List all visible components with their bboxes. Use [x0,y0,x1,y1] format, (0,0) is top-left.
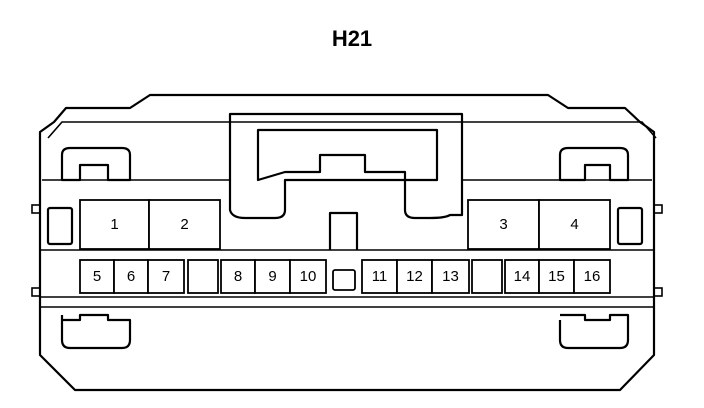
terminal-label: 4 [570,216,578,233]
terminal-4: 4 [538,199,611,250]
terminal-label: 6 [127,268,135,285]
housing-outline [38,93,656,392]
clip-bottom-left [60,313,132,350]
side-tab-right-bottom [653,287,663,297]
terminal-label: 10 [300,268,317,285]
cavity-blank-left [187,259,219,294]
terminal-6: 6 [113,259,149,294]
terminal-label: 7 [162,268,170,285]
terminal-13: 13 [431,259,470,294]
terminal-label: 2 [180,216,188,233]
latch-inner [256,128,439,182]
terminal-label: 15 [548,268,565,285]
terminal-label: 8 [234,268,242,285]
side-key-right [616,206,644,246]
terminal-label: 14 [514,268,531,285]
terminal-12: 12 [396,259,433,294]
connector-title: H21 [331,26,373,51]
side-key-left [46,206,74,246]
center-key [328,211,359,250]
terminal-5: 5 [79,259,115,294]
terminal-label: 3 [499,216,507,233]
terminal-2: 2 [148,199,221,250]
terminal-label: 12 [406,268,423,285]
cavity-center-small [332,269,356,291]
terminal-11: 11 [361,259,398,294]
terminal-label: 16 [584,268,601,285]
terminal-7: 7 [147,259,185,294]
terminal-15: 15 [538,259,575,294]
clip-top-right [558,146,630,182]
terminal-1: 1 [79,199,150,250]
terminal-9: 9 [254,259,291,294]
terminal-16: 16 [573,259,611,294]
terminal-label: 11 [372,268,388,285]
side-tab-right-top [653,204,663,214]
housing-inner-top [47,121,657,139]
terminal-label: 1 [110,216,118,233]
side-tab-left-bottom [31,287,41,297]
terminal-10: 10 [289,259,327,294]
terminal-label: 13 [442,268,459,285]
side-tab-left-top [31,204,41,214]
cavity-blank-right [471,259,503,294]
terminal-label: 5 [93,268,101,285]
terminal-14: 14 [504,259,540,294]
terminal-8: 8 [220,259,256,294]
clip-bottom-right [558,313,630,350]
terminal-label: 9 [268,268,276,285]
terminal-3: 3 [467,199,540,250]
clip-top-left [60,146,132,182]
